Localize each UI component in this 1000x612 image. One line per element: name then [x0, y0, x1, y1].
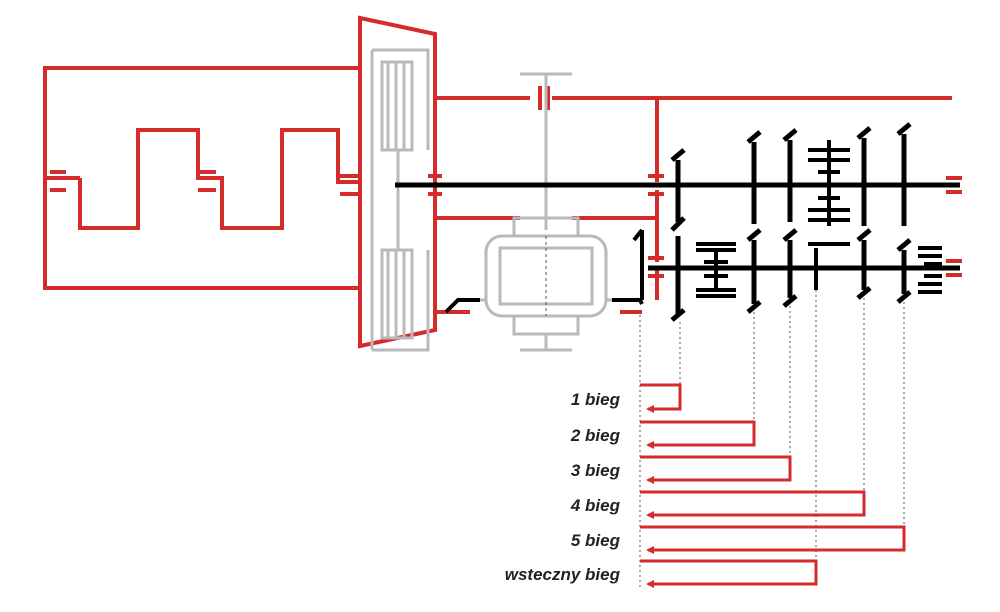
synchronizer-3-4 — [808, 140, 850, 290]
gear-path-arrow-5 — [640, 525, 906, 554]
gear-path-arrows — [640, 383, 906, 588]
torsion-shaft — [78, 128, 360, 230]
gear-label-2: 2 bieg — [570, 426, 621, 445]
gear-pairs — [670, 122, 912, 322]
clutch-assembly — [370, 48, 430, 352]
gear-path-arrow-reverse — [640, 559, 818, 588]
differential — [470, 72, 620, 352]
gear-label-1: 1 bieg — [571, 390, 621, 409]
gear-label-4: 4 bieg — [570, 496, 621, 515]
bell-housing — [358, 15, 437, 349]
engine-housing — [43, 66, 360, 290]
gear-path-arrow-3 — [640, 455, 792, 484]
gear-path-arrow-2 — [640, 420, 756, 449]
synchronizer-5 — [918, 246, 942, 294]
gear-path-arrow-4 — [640, 490, 866, 519]
drive-flanges — [444, 228, 644, 314]
gear-label-5: 5 bieg — [571, 531, 621, 550]
gear-label-reverse: wsteczny bieg — [505, 565, 621, 584]
synchronizer-1-2 — [696, 242, 736, 298]
coupling-marks-left — [50, 170, 358, 196]
gear-path-arrow-1 — [640, 383, 682, 413]
gear-label-3: 3 bieg — [571, 461, 621, 480]
gearbox-case — [435, 96, 952, 314]
guide-lines — [639, 290, 905, 588]
case-coupling-marks — [428, 86, 962, 278]
gear-labels: 1 bieg 2 bieg 3 bieg 4 bieg 5 bieg wstec… — [505, 390, 621, 584]
